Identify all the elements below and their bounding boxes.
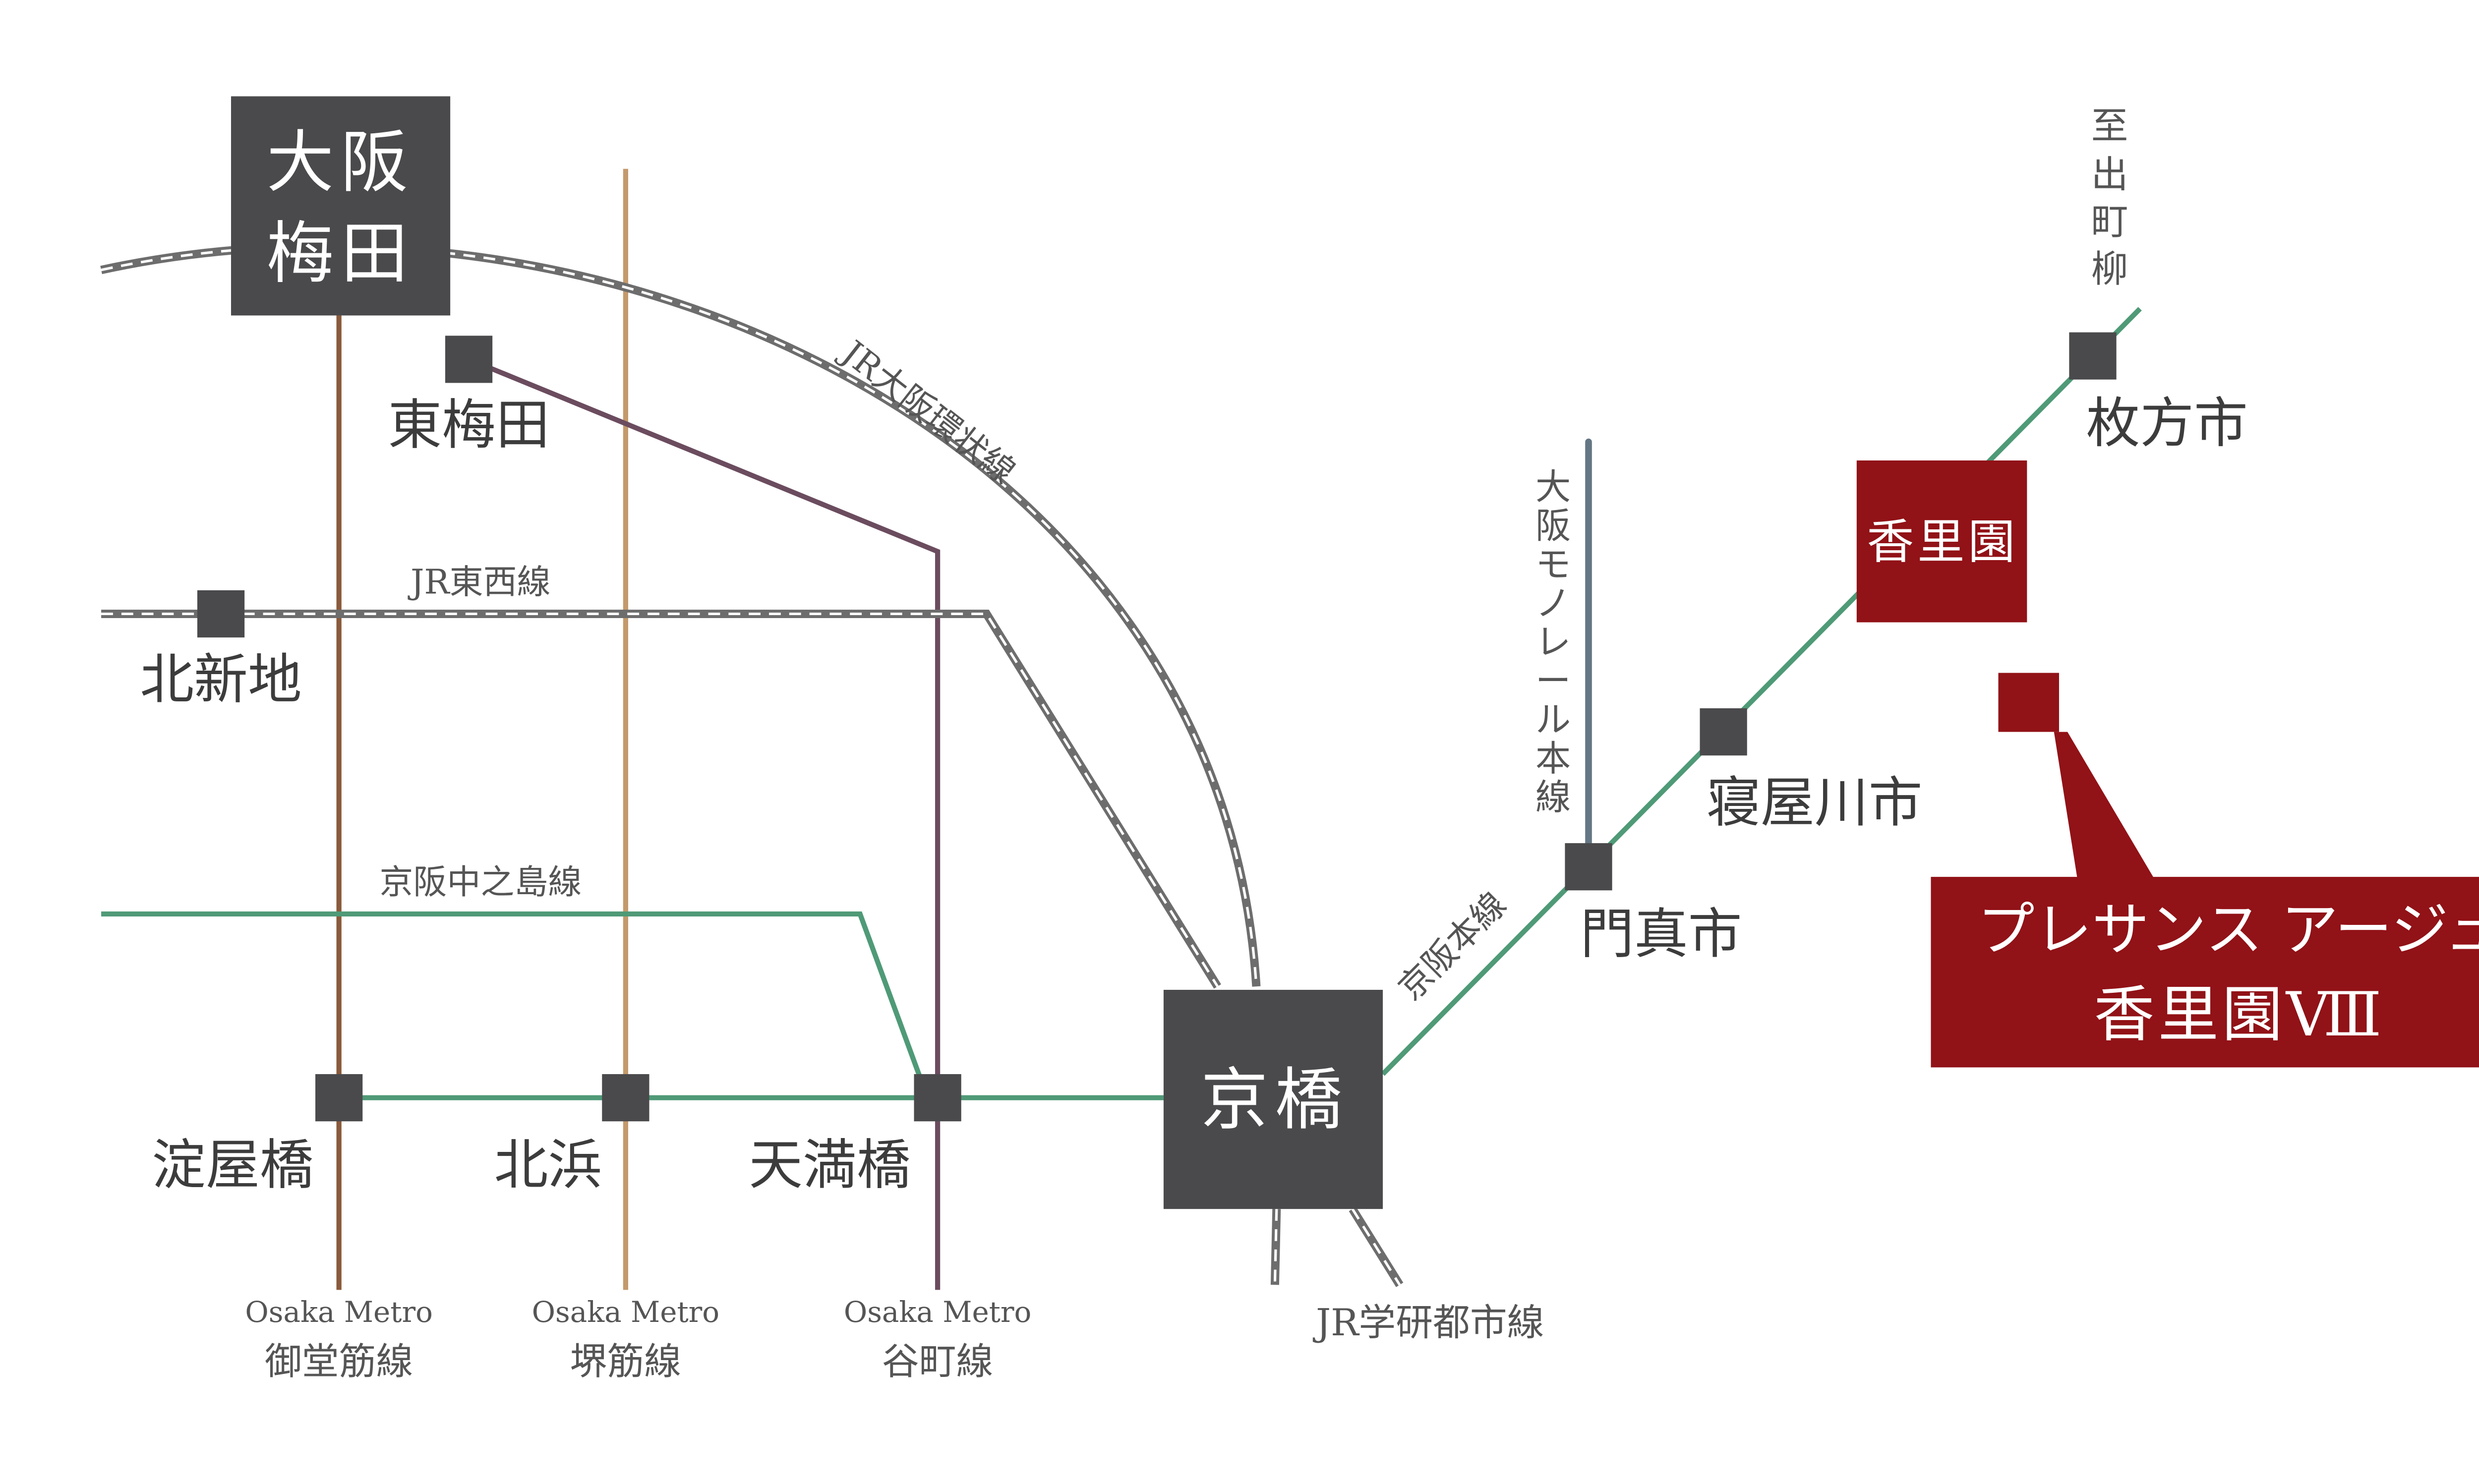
keihan-main-line (1381, 307, 2142, 1076)
svg-text:モ: モ (1535, 544, 1571, 585)
svg-text:阪: 阪 (1535, 505, 1571, 546)
jr-gakkentoshi-line (1270, 1206, 1404, 1287)
station-higashi-umeda[interactable]: 東梅田 (388, 336, 550, 457)
svg-text:レ: レ (1535, 622, 1571, 663)
svg-text:Osaka Metro: Osaka Metro (245, 1295, 433, 1329)
jr-gakkentoshi-label: JR学研都市線 (1312, 1301, 1544, 1344)
monorail-label: 大 阪 モ ノ レ ー ル 本 線 (1535, 466, 1571, 818)
station-label: 天満橋 (749, 1134, 910, 1197)
station-korien[interactable]: 香里園 (1856, 460, 2027, 623)
svg-text:本: 本 (1535, 738, 1571, 779)
keihan-main-label: 京阪本線 (1391, 885, 1514, 1008)
station-yodoyabashi[interactable]: 淀屋橋 (152, 1074, 363, 1197)
station-label: 淀屋橋 (152, 1134, 313, 1197)
sakaisuji-label: Osaka Metro 堺筋線 (532, 1295, 720, 1383)
jr-tozai-label: JR東西線 (408, 563, 551, 602)
svg-text:出: 出 (2091, 153, 2128, 196)
svg-text:ー: ー (1535, 660, 1571, 701)
station-label: 寝屋川市 (1707, 771, 1922, 834)
station-osaka-umeda[interactable]: 大阪 梅田 (231, 96, 451, 316)
to-demachiyanagi-label: 至 出 町 柳 (2091, 104, 2128, 290)
svg-text:大: 大 (1535, 466, 1571, 508)
station-label: 北浜 (494, 1134, 602, 1197)
station-neyagawashi[interactable]: 寝屋川市 (1700, 708, 1922, 834)
svg-text:Osaka Metro: Osaka Metro (844, 1295, 1032, 1329)
station-kitashinchi[interactable]: 北新地 (140, 590, 302, 711)
jr-loop-label: JR大阪環状線 (832, 332, 1022, 492)
station-label: 枚方市 (2086, 392, 2247, 455)
svg-text:御堂筋線: 御堂筋線 (265, 1340, 413, 1383)
station-kitahama[interactable]: 北浜 (494, 1074, 649, 1197)
property-name-line1: プレサンス アージュ (1977, 897, 2479, 963)
keihan-nakanoshima-line (101, 911, 930, 1099)
svg-text:柳: 柳 (2091, 247, 2128, 290)
midosuji-label: Osaka Metro 御堂筋線 (245, 1295, 433, 1383)
station-kyobashi[interactable]: 京橋 (1163, 989, 1383, 1209)
station-label: 門真市 (1580, 903, 1742, 966)
svg-text:Osaka Metro: Osaka Metro (532, 1295, 720, 1329)
property-location-marker[interactable] (1998, 673, 2059, 732)
station-label: 京橋 (1201, 1061, 1349, 1140)
svg-text:谷町線: 谷町線 (882, 1340, 993, 1383)
jr-tozai-line (101, 609, 1221, 989)
tanimachi-label: Osaka Metro 谷町線 (844, 1295, 1032, 1383)
tanimachi-line (468, 357, 941, 1290)
station-label: 香里園 (1867, 515, 2018, 570)
station-temmabashi[interactable]: 天満橋 (749, 1074, 961, 1197)
station-label: 東梅田 (388, 394, 549, 457)
property-name-line2: 香里園Ⅷ (2094, 979, 2385, 1050)
callout-pointer (2054, 732, 2155, 880)
svg-text:町: 町 (2091, 200, 2128, 243)
station-hirakatashi[interactable]: 枚方市 (2069, 332, 2248, 455)
svg-text:線: 線 (1535, 777, 1571, 818)
svg-text:至: 至 (2091, 104, 2128, 147)
station-label: 北新地 (140, 648, 301, 711)
svg-text:堺筋線: 堺筋線 (570, 1340, 681, 1383)
keihan-nakanoshima-label: 京阪中之島線 (379, 863, 582, 902)
svg-text:ノ: ノ (1535, 583, 1571, 624)
station-label: 大阪 (266, 124, 414, 202)
svg-text:ル: ル (1535, 699, 1571, 741)
property-callout[interactable]: プレサンス アージュ 香里園Ⅷ (1931, 877, 2479, 1068)
station-kadomashi[interactable]: 門真市 (1565, 843, 1742, 966)
station-label: 梅田 (266, 215, 414, 293)
